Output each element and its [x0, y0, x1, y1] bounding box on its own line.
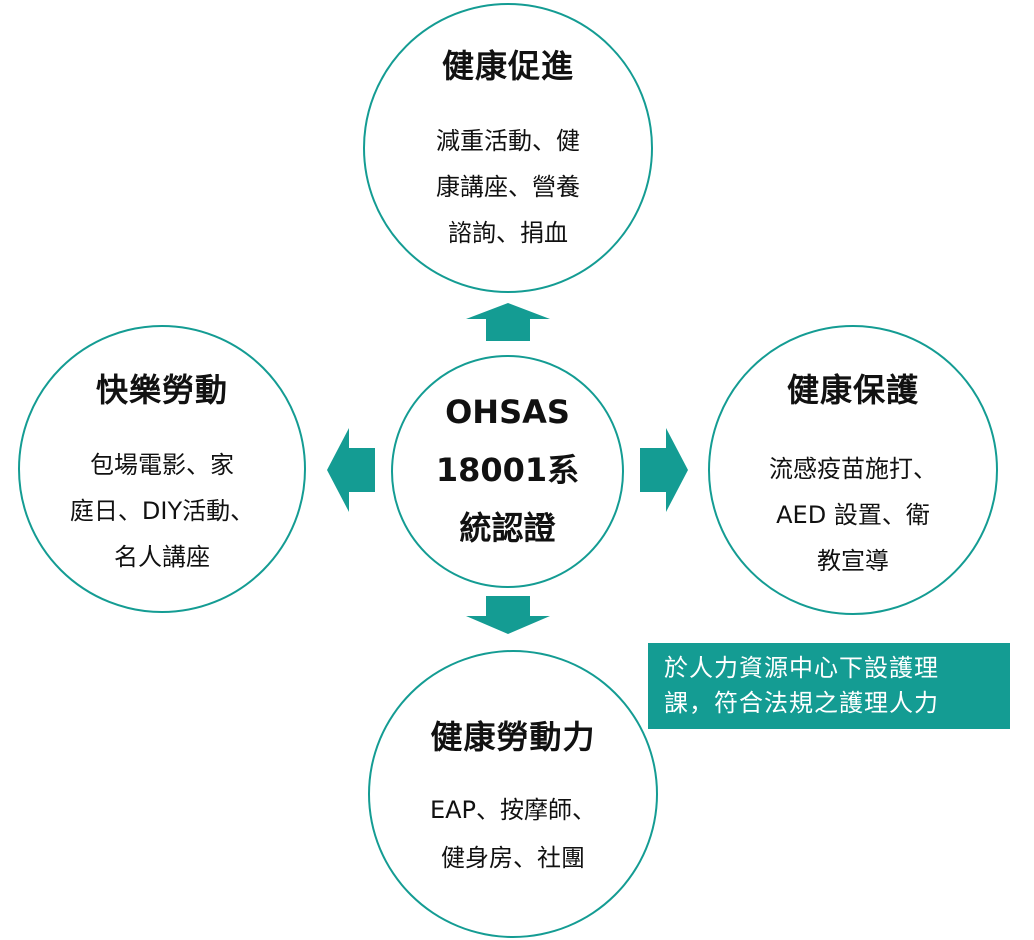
happy-labor-line-1: 包場電影、家 [90, 451, 234, 479]
health-protection-line-2: AED 設置、衛 [776, 501, 930, 529]
healthy-workforce-circle: 健康勞動力 EAP、按摩師、 健身房、社團 [368, 650, 658, 938]
health-protection-line-1: 流感疫苗施打、 [769, 455, 937, 483]
healthy-workforce-title: 健康勞動力 [430, 718, 596, 756]
note-line-1: 於人力資源中心下設護理 [664, 654, 939, 682]
arrow-down-icon [466, 596, 550, 634]
nursing-note-box: 於人力資源中心下設護理 課，符合法規之護理人力 [648, 643, 1010, 729]
note-line-2: 課，符合法規之護理人力 [664, 689, 939, 717]
health-promotion-title: 健康促進 [441, 47, 574, 85]
center-line-3: 統認證 [459, 509, 556, 547]
happy-labor-circle: 快樂勞動 包場電影、家 庭日、DIY活動、 名人講座 [18, 325, 306, 613]
center-line-2: 18001系 [435, 451, 580, 489]
arrow-left-icon [327, 428, 375, 512]
happy-labor-line-3: 名人講座 [114, 543, 210, 571]
health-promotion-line-3: 諮詢、捐血 [448, 219, 568, 247]
health-protection-title: 健康保護 [786, 371, 919, 409]
health-protection-line-3: 教宣導 [817, 547, 889, 575]
healthy-workforce-line-1: EAP、按摩師、 [429, 796, 597, 824]
arrow-right-icon [640, 428, 688, 512]
arrow-up-icon [466, 303, 550, 341]
happy-labor-title: 快樂勞動 [95, 371, 228, 409]
health-promotion-line-1: 減重活動、健 [436, 127, 580, 155]
healthy-workforce-line-2: 健身房、社團 [441, 844, 585, 872]
center-line-1: OHSAS [445, 393, 570, 431]
health-promotion-line-2: 康講座、營養 [436, 173, 580, 201]
health-promotion-circle: 健康促進 減重活動、健 康講座、營養 諮詢、捐血 [363, 3, 653, 293]
happy-labor-line-2: 庭日、DIY活動、 [69, 497, 255, 525]
ohsas-center-circle: OHSAS 18001系 統認證 [391, 355, 624, 588]
health-protection-circle: 健康保護 流感疫苗施打、 AED 設置、衛 教宣導 [708, 325, 998, 615]
